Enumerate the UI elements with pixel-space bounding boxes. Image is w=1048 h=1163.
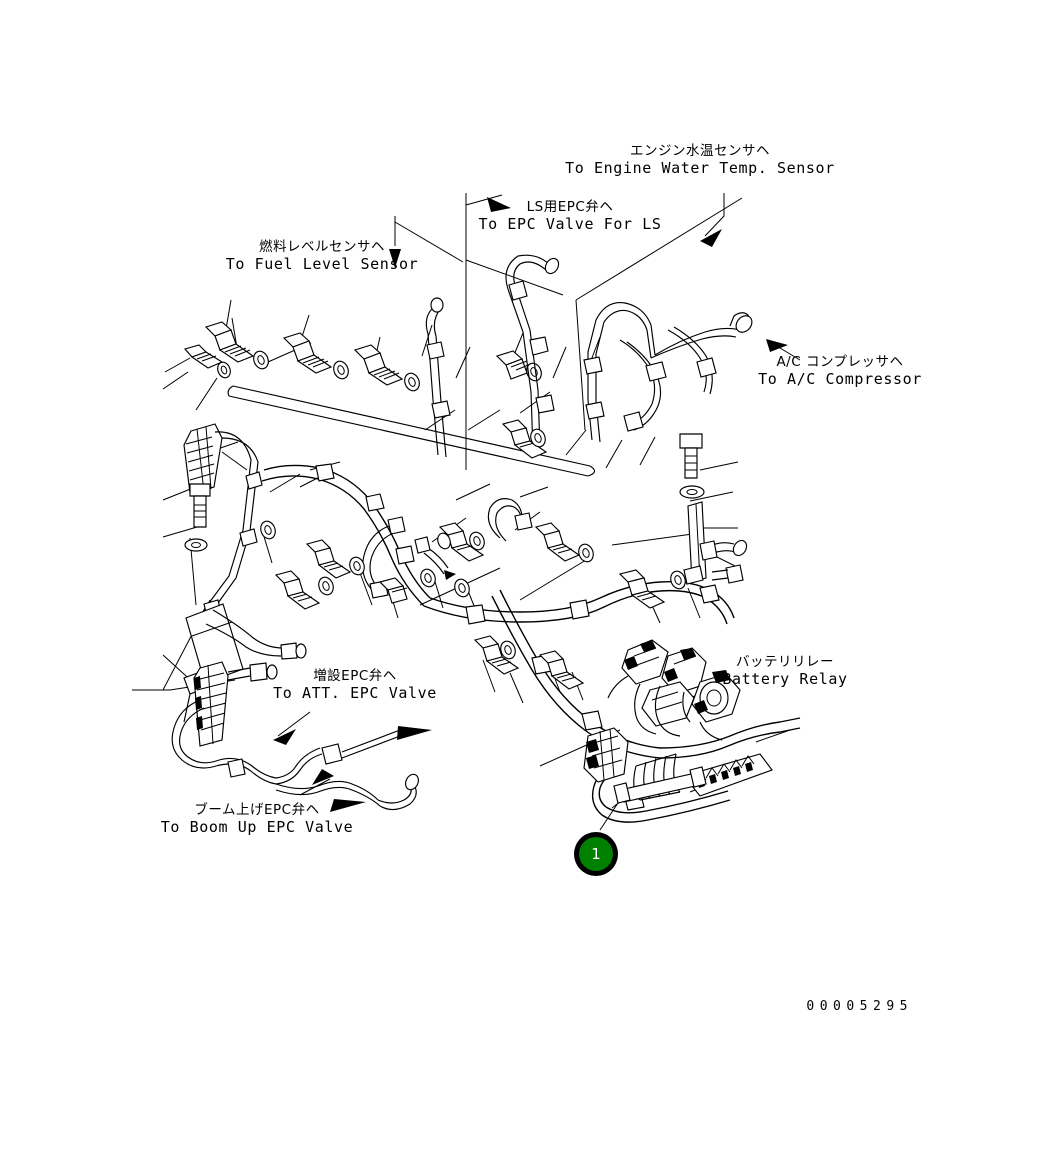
label-boom-up-epc-valve: ブーム上げEPC弁ヘ To Boom Up EPC Valve (152, 802, 362, 837)
label-fuel-level-sensor: 燃料レベルセンサヘ To Fuel Level Sensor (222, 239, 422, 274)
label-jp: A/C コンプレッサヘ (776, 354, 904, 370)
label-en: To A/C Compressor (758, 369, 922, 388)
washer (530, 428, 546, 448)
washer (578, 543, 594, 563)
bolt (438, 522, 485, 562)
bolt (473, 635, 520, 675)
drawing-number: 00005295 (806, 999, 913, 1014)
washer (469, 531, 485, 551)
label-ac-compressor: A/C コンプレッサヘ To A/C Compressor (745, 354, 935, 389)
label-en: To ATT. EPC Valve (273, 683, 437, 702)
bolt (501, 419, 548, 459)
label-leader-lines (273, 193, 801, 831)
label-en: To Engine Water Temp. Sensor (565, 158, 835, 177)
bolt (204, 321, 255, 363)
washer (253, 350, 269, 370)
washer (437, 532, 451, 550)
bolt (534, 522, 581, 562)
washer (184, 538, 208, 552)
bracket (683, 501, 707, 585)
label-att-epc-valve: 増設EPC弁ヘ To ATT. EPC Valve (265, 668, 445, 703)
washer (318, 576, 334, 596)
label-jp: エンジン水温センサヘ (630, 143, 770, 159)
callout-marker-1[interactable]: 1 (574, 832, 618, 876)
bolt (305, 539, 352, 579)
label-engine-water-temp-sensor: エンジン水温センサヘ To Engine Water Temp. Sensor (560, 143, 840, 178)
washer (500, 640, 516, 660)
washer (260, 520, 276, 540)
fastener-group-center (260, 419, 707, 690)
washer (349, 556, 365, 576)
fastener-left-mid (184, 483, 211, 552)
small-detail-parts (414, 536, 456, 580)
label-en: To EPC Valve For LS (478, 214, 662, 233)
washer (404, 372, 420, 392)
label-battery-relay: バッテリリレー Battery Relay (700, 654, 870, 689)
washer (526, 362, 542, 382)
washer (679, 485, 705, 499)
bolt (183, 344, 224, 369)
label-epc-valve-for-ls: LS用EPC弁ヘ To EPC Valve For LS (470, 199, 670, 234)
callout-number: 1 (591, 845, 601, 863)
callout-disc (579, 837, 613, 871)
cable-stubs-right (699, 539, 748, 584)
washer (670, 570, 686, 590)
fuse-strip (613, 753, 773, 804)
label-jp: LS用EPC弁ヘ (526, 199, 614, 215)
bolt (282, 332, 333, 374)
washer (217, 361, 231, 379)
label-jp: 増設EPC弁ヘ (313, 668, 397, 684)
connector-block-left (183, 423, 223, 494)
label-jp: 燃料レベルセンサヘ (259, 239, 385, 255)
label-en: Battery Relay (722, 669, 848, 688)
connector-box-bottom (583, 727, 629, 783)
part-leader-lines (132, 299, 791, 809)
harness-trunk-left (261, 463, 431, 607)
washer (333, 360, 349, 380)
harness-middle (362, 254, 753, 599)
bolt (538, 650, 585, 690)
bolt (618, 569, 666, 609)
label-en: To Fuel Level Sensor (225, 254, 419, 273)
washer (454, 578, 470, 598)
bolt (274, 570, 321, 610)
harness-lower-left (171, 661, 432, 812)
battery-relay-assembly (607, 639, 741, 741)
harness-trunk-main (423, 580, 801, 823)
label-jp: ブーム上げEPC弁ヘ (194, 802, 320, 818)
label-en: To Boom Up EPC Valve (160, 817, 354, 836)
bolt (189, 483, 211, 528)
bolt (378, 577, 408, 604)
bolt (679, 433, 703, 479)
washer (420, 568, 436, 588)
fastener-group-upper (183, 321, 542, 392)
bolt (353, 344, 404, 386)
label-jp: バッテリリレー (736, 654, 834, 670)
